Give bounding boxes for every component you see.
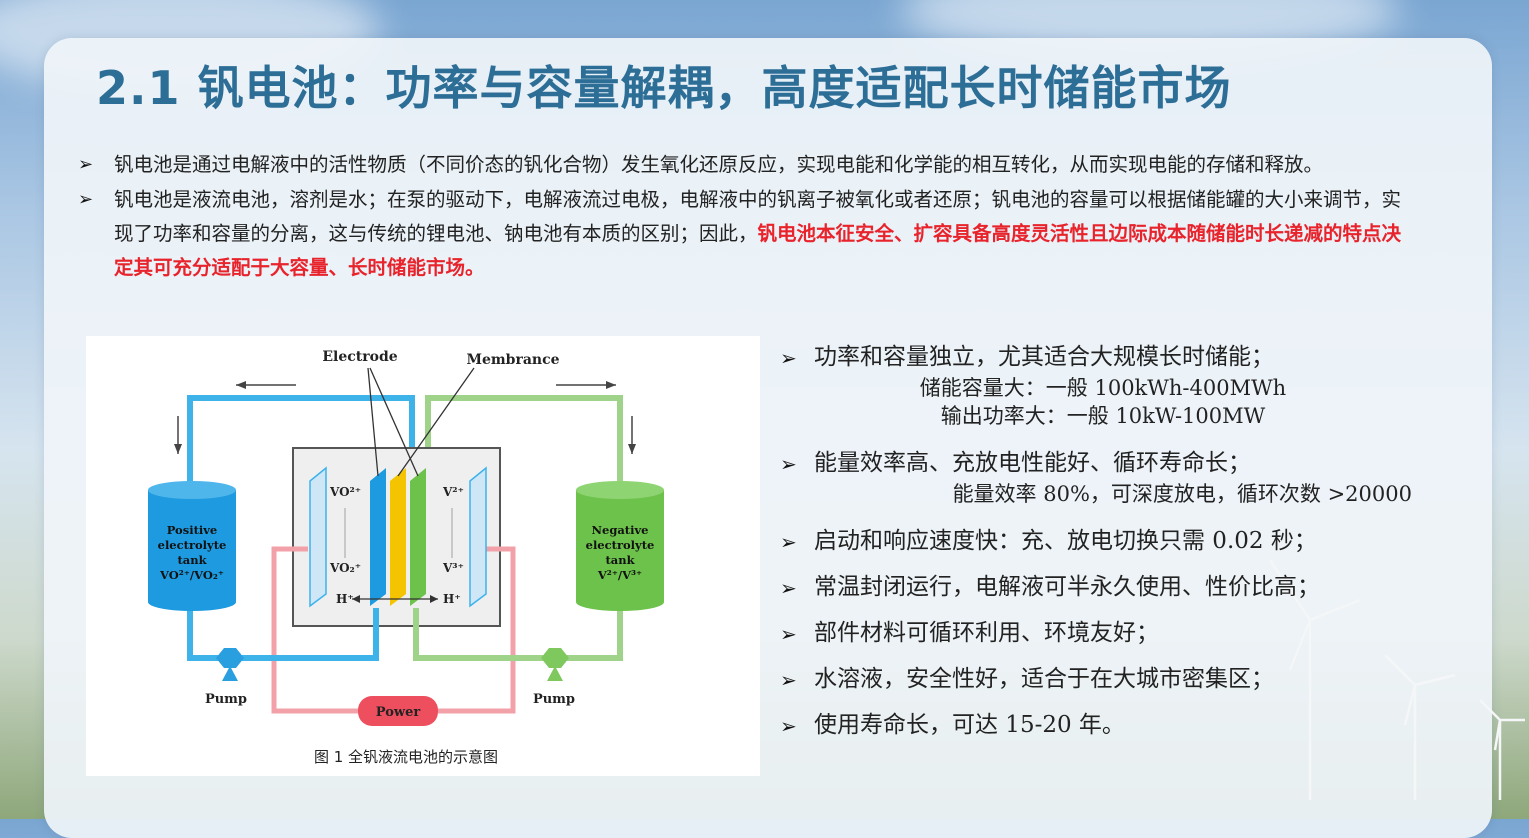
feature-sub: 能量效率 80%，可深度放电，循环次数 >20000 xyxy=(952,482,1412,506)
right-electrode-plate xyxy=(469,466,487,608)
feature-item: ➢ 部件材料可循环利用、环境友好； xyxy=(778,616,1428,650)
flow-arrow-icon xyxy=(606,381,616,389)
left-electrode-plate xyxy=(309,466,327,608)
pump-right-icon xyxy=(541,648,569,668)
bullet-arrow-icon: ➢ xyxy=(780,530,797,554)
bullet-text: 钒电池是通过电解液中的活性物质（不同价态的钒化合物）发生氧化还原反应，实现电能和… xyxy=(114,153,1324,176)
negative-tank-label: tank xyxy=(605,553,635,567)
ion-label: V²⁺ xyxy=(442,485,464,499)
bullet-arrow-icon: ➢ xyxy=(78,189,94,210)
feature-sub: 输出功率大：一般 10kW-100MW xyxy=(940,404,1266,428)
feature-item: ➢ 启动和响应速度快：充、放电切换只需 0.02 秒； xyxy=(778,524,1428,558)
electrode-label: Electrode xyxy=(322,349,397,365)
negative-flow-line xyxy=(425,395,623,486)
proton-label: H⁺ xyxy=(443,592,461,606)
feature-sub: 储能容量大：一般 100kWh-400MWh xyxy=(919,376,1287,400)
power-label: Power xyxy=(376,705,421,720)
negative-tank xyxy=(576,490,664,602)
wind-turbine-icon xyxy=(1479,699,1525,800)
pump-label: Pump xyxy=(533,692,575,707)
ion-label: VO₂⁺ xyxy=(329,561,361,575)
flow-arrow-icon xyxy=(174,444,182,454)
intro-bullets: ➢ 钒电池是通过电解液中的活性物质（不同价态的钒化合物）发生氧化还原反应，实现电… xyxy=(76,148,1416,286)
pointer-line xyxy=(397,367,475,477)
feature-list: ➢ 功率和容量独立，尤其适合大规模长时储能； 储能容量大：一般 100kWh-4… xyxy=(778,340,1428,742)
negative-tank-label: Negative xyxy=(591,523,648,537)
intro-bullet: ➢ 钒电池是液流电池，溶剂是水；在泵的驱动下，电解液流过电极，电解液中的钒离子被… xyxy=(76,183,1416,285)
bullet-arrow-icon: ➢ xyxy=(780,714,797,738)
bullet-arrow-icon: ➢ xyxy=(780,622,797,646)
feature-item: ➢ 能量效率高、充放电性能好、循环寿命长； xyxy=(778,446,1428,480)
vrfb-diagram: Power Electrode Membrance VO²⁺ VO₂⁺ V²⁺ … xyxy=(86,336,760,776)
positive-electrode xyxy=(370,468,386,606)
figure-caption: 图 1 全钒液流电池的示意图 xyxy=(314,748,498,766)
flow-arrow-icon xyxy=(236,381,246,389)
negative-tank-label: electrolyte xyxy=(586,538,655,552)
feature-item: ➢ 使用寿命长，可达 15-20 年。 xyxy=(778,708,1428,742)
feature-text: 功率和容量独立，尤其适合大规模长时储能； xyxy=(814,344,1274,370)
pump-label: Pump xyxy=(205,692,247,707)
proton-label: H⁺ xyxy=(336,592,354,606)
bullet-text: 钒电池是液流电池，溶剂是水；在泵的驱动下，电解液流过电极，电解液中的钒离子被氧化… xyxy=(114,188,1402,245)
wind-turbine-icon xyxy=(1384,654,1456,800)
intro-bullet: ➢ 钒电池是通过电解液中的活性物质（不同价态的钒化合物）发生氧化还原反应，实现电… xyxy=(76,148,1416,182)
power-circuit-line xyxy=(271,546,358,714)
positive-tank-top xyxy=(148,481,236,499)
proton-arrow-icon xyxy=(430,595,438,603)
positive-tank-label: VO²⁺/VO₂⁺ xyxy=(159,568,224,582)
positive-tank-label: tank xyxy=(177,553,207,567)
negative-tank-top xyxy=(576,481,664,499)
positive-tank-label: electrolyte xyxy=(158,538,227,552)
negative-tank-bottom xyxy=(576,593,664,611)
bullet-highlight: 钒电池本征安全、扩容具备高度灵活性且边际成本随储能时长递减的特点决定其可充分适配… xyxy=(114,222,1402,279)
vrfb-diagram-svg: Power Electrode Membrance VO²⁺ VO₂⁺ V²⁺ … xyxy=(148,349,664,766)
page-title: 2.1 钒电池：功率与容量解耦，高度适配长时储能市场 xyxy=(96,61,1232,115)
feature-text: 启动和响应速度快：充、放电切换只需 0.02 秒； xyxy=(814,528,1317,554)
pump-left-icon xyxy=(216,648,244,668)
wind-turbine-icon xyxy=(1268,560,1361,800)
feature-text: 常温封闭运行，电解液可半永久使用、性价比高； xyxy=(814,574,1320,600)
ion-label: VO²⁺ xyxy=(329,485,361,499)
feature-item: ➢ 功率和容量独立，尤其适合大规模长时储能； xyxy=(778,340,1428,374)
bullet-arrow-icon: ➢ xyxy=(780,346,797,370)
proton-arrow-icon xyxy=(352,595,360,603)
feature-item: ➢ 常温封闭运行，电解液可半永久使用、性价比高； xyxy=(778,570,1428,604)
power-circuit-line xyxy=(438,546,516,714)
feature-item: ➢ 水溶液，安全性好，适合于在大城市密集区； xyxy=(778,662,1428,696)
power-source xyxy=(358,696,438,726)
bullet-arrow-icon: ➢ xyxy=(78,154,94,175)
pointer-line xyxy=(367,367,379,477)
feature-text: 使用寿命长，可达 15-20 年。 xyxy=(814,712,1125,738)
feature-text: 能量效率高、充放电性能好、循环寿命长； xyxy=(814,450,1251,476)
positive-tank-label: Positive xyxy=(167,523,218,537)
bullet-arrow-icon: ➢ xyxy=(780,668,797,692)
membrance-label: Membrance xyxy=(466,352,559,368)
ion-label: V³⁺ xyxy=(442,561,464,575)
feature-text: 水溶液，安全性好，适合于在大城市密集区； xyxy=(814,666,1274,692)
bullet-arrow-icon: ➢ xyxy=(780,576,797,600)
positive-flow-line xyxy=(187,395,415,486)
negative-electrode xyxy=(410,468,426,606)
membrane xyxy=(390,468,406,606)
negative-tank-label: V²⁺/V³⁺ xyxy=(597,568,642,582)
positive-tank-bottom xyxy=(148,593,236,611)
negative-return-line xyxy=(413,598,623,661)
positive-return-line xyxy=(187,598,379,661)
pump-left-icon xyxy=(222,666,238,681)
feature-text: 部件材料可循环利用、环境友好； xyxy=(814,620,1159,646)
pump-right-icon xyxy=(547,666,563,681)
flow-arrow-icon xyxy=(628,444,636,454)
bullet-arrow-icon: ➢ xyxy=(780,452,797,476)
positive-tank xyxy=(148,490,236,602)
